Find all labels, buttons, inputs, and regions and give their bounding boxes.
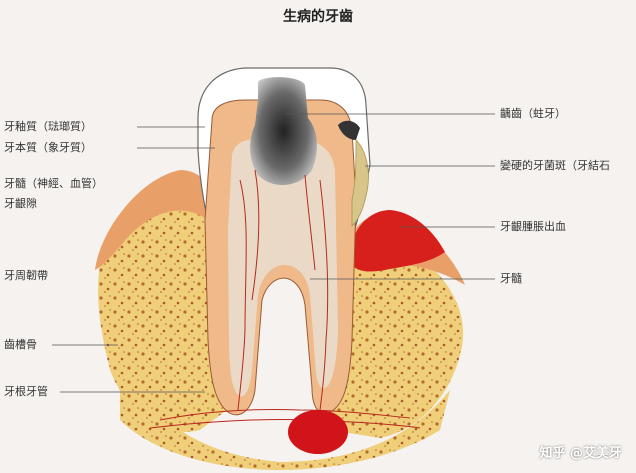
label-root-canal: 牙根牙管 xyxy=(4,385,48,398)
label-caries: 齲齒（蛀牙） xyxy=(500,107,566,120)
label-gingival-sulcus: 牙齦隙 xyxy=(4,197,37,210)
caries-side xyxy=(338,120,360,140)
label-alveolar-bone: 齒槽骨 xyxy=(4,338,37,351)
label-enamel: 牙釉質（琺瑯質） xyxy=(4,120,92,133)
tartar xyxy=(351,139,369,227)
label-pulp: 牙髓 xyxy=(500,272,522,285)
label-dentin: 牙本質（象牙質） xyxy=(4,141,92,154)
watermark: 知乎 @艾美牙 xyxy=(539,446,622,461)
label-pulp-nerve: 牙髓（神經、血管） xyxy=(4,177,103,190)
label-inflamed-gum: 牙齦腫脹出血 xyxy=(500,220,566,233)
alveolar-bone xyxy=(98,185,240,432)
inflamed-gum xyxy=(349,210,445,272)
alveolar-bone-right xyxy=(330,257,464,438)
leader-lines xyxy=(52,113,495,393)
pulp xyxy=(228,139,338,397)
diagram-title: 生病的牙齒 xyxy=(283,9,353,25)
label-tartar: 變硬的牙菌斑（牙結石 xyxy=(500,159,610,172)
label-periodontal-ligament: 牙周韌帶 xyxy=(4,269,48,282)
caries xyxy=(250,77,317,186)
gum xyxy=(95,170,225,270)
abscess xyxy=(288,410,348,454)
